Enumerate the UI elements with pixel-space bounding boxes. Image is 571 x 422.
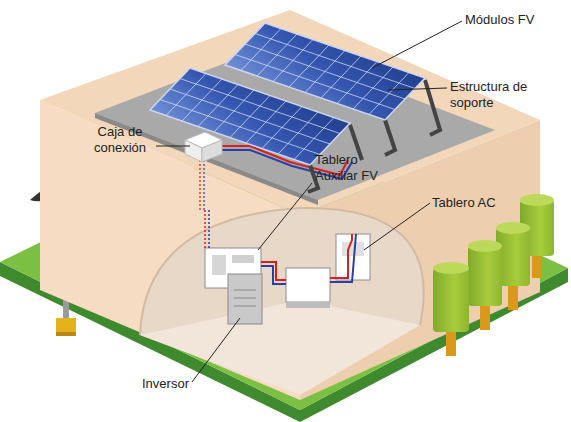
callout-label: Estructura de soporte [450,79,550,111]
callout-label: Caja de conexión [84,124,156,156]
junction-box [185,132,222,162]
callout-label: Tablero AC [432,195,532,211]
callout-label: Tablero Auxiliar FV [315,152,395,184]
leader-lines [156,21,462,382]
interior-cutaway [140,208,424,395]
callout-label: Módulos FV [465,12,565,28]
house [40,10,540,400]
trees [433,194,554,356]
callout-label: Inversor [142,376,222,392]
pv-array [150,68,350,165]
